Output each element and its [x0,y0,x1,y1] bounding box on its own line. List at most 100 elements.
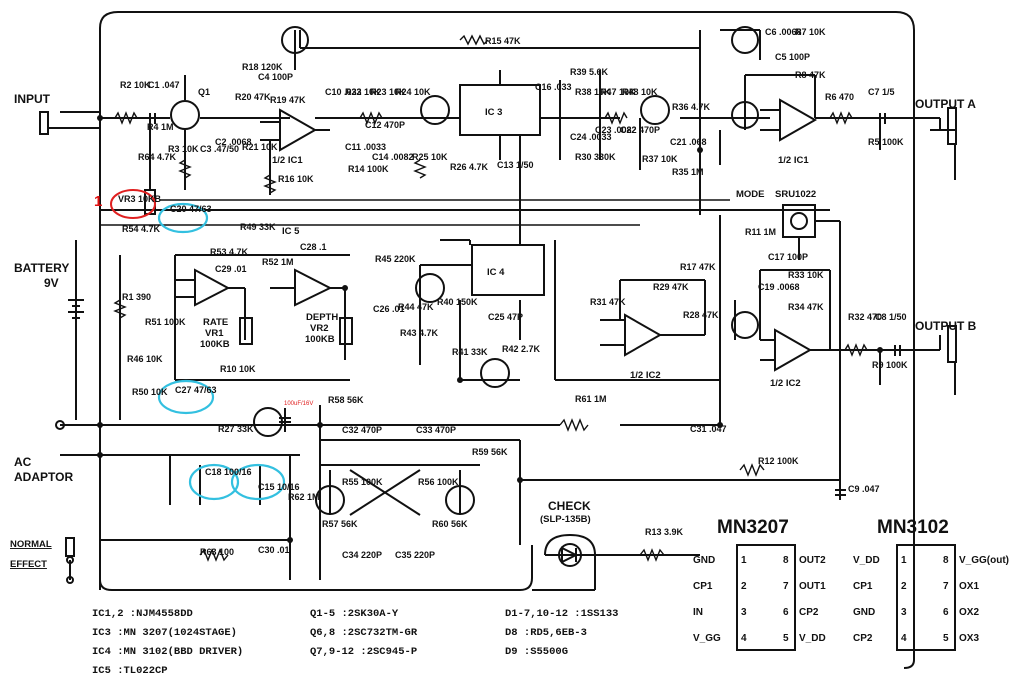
effect-label: EFFECT [10,559,47,570]
chip-title-mn3102: MN3102 [877,517,949,538]
component-r51: R51 100K [145,317,186,327]
component-c30: C30 .01 [258,545,290,555]
pin-num-right-3: 6 [783,607,789,618]
component-r12: R12 100K [758,456,799,466]
component-c5: C5 100P [775,52,810,62]
component-r41: R41 33K [452,347,488,357]
component-r39: R39 5.6K [570,67,609,77]
component-r19: R19 47K [270,95,306,105]
ic4-label: IC 4 [487,267,505,278]
component-c32: C32 470P [342,425,382,435]
component-c29: C29 .01 [215,264,247,274]
ic2a-label: 1/2 IC2 [630,370,661,381]
component-r24: R24 10K [395,87,431,97]
component-r18: R18 120K [242,62,283,72]
component-r22: R22 10K [345,87,381,97]
legend-cell-0-2: D1-7,10-12 :1SS133 [505,608,618,620]
component-r9: R9 100K [872,360,908,370]
component-q1: Q1 [198,87,210,97]
ic5-label: IC 5 [282,226,300,237]
pin-right-mn3102-4: OX3 [959,633,979,644]
component-r61: R61 1M [575,394,607,404]
pin-num-right-1: 8 [943,555,949,566]
pin-num-left-3: 3 [741,607,747,618]
component-r21: R21 10K [242,142,278,152]
pin-right-mn3102-3: OX2 [959,607,979,618]
component-r26: R26 4.7K [450,162,489,172]
legend-cell-3-0: IC5 :TL022CP [92,665,168,677]
pin-num-left-2: 2 [741,581,747,592]
check-label: CHECK [548,499,591,513]
component-r2: R2 10K [120,80,151,90]
component-r59: R59 56K [472,447,508,457]
component-vr3: VR3 10KB [118,194,162,204]
pin-right-mn3207-1: OUT2 [799,555,826,566]
rate-label: RATE [203,317,228,328]
component-c13: C13 1/50 [497,160,534,170]
component-r52: R52 1M [262,257,294,267]
component-r11: R11 1M [745,227,776,237]
component-c7: C7 1/5 [868,87,895,97]
component-r57: R57 56K [322,519,358,529]
pin-left-mn3102-3: GND [853,607,875,618]
component-c21: C21 .068 [670,137,707,147]
component-c25: C25 47P [488,312,523,322]
component-r63: R63 100 [200,547,234,557]
component-c8: C8 1/50 [875,312,907,322]
component-r53: R53 4.7K [210,247,249,257]
component-r27: R27 33K [218,424,254,434]
component-c10: C10 .033 [325,87,362,97]
legend-cell-2-1: Q7,9-12 :2SC945-P [310,646,417,658]
component-r46: R46 10K [127,354,163,364]
legend-cell-1-1: Q6,8 :2SC732TM-GR [310,627,418,639]
legend-cell-2-2: D9 :S5500G [505,646,568,658]
io-labels: INPUT OUTPUT A OUTPUT B BATTERY 9V AC AD… [10,92,977,570]
pin-right-mn3207-3: CP2 [799,607,819,618]
depth-value-label: 100KB [305,334,335,345]
component-r37: R37 10K [642,154,678,164]
output-b-label: OUTPUT B [915,319,977,333]
depth-vr-label: VR2 [310,323,328,334]
component-r23: R23 10K [370,87,406,97]
control-labels: RATE VR1 100KB DEPTH VR2 100KB [200,312,338,350]
component-r13: R13 3.9K [645,527,684,537]
pin-num-right-4: 5 [943,633,949,644]
chip-body-mn3102 [896,544,956,651]
component-r1: R1 390 [122,292,151,302]
component-c22: C22 470P [620,125,660,135]
component-r10: R10 10K [220,364,256,374]
component-c19: C19 .0068 [758,282,800,292]
component-r28: R28 47K [683,310,719,320]
component-r35: R35 1M [672,167,704,177]
battery-voltage-label: 9V [44,276,59,290]
legend-cell-1-0: IC3 :MN 3207(1024STAGE) [92,627,237,639]
component-r5: R5 100K [868,137,904,147]
component-c17: C17 100P [768,252,808,262]
component-r48: R48 10K [622,87,658,97]
pin-left-mn3102-2: CP1 [853,581,873,592]
pin-left-mn3102-1: V_DD [853,555,880,566]
component-r36: R36 4.7K [672,102,711,112]
component-c4: C4 100P [258,72,293,82]
component-r31: R31 47K [590,297,626,307]
legend-cell-1-2: D8 :RD5,6EB-3 [505,627,587,639]
rate-vr-label: VR1 [205,328,224,339]
component-r33: R33 10K [788,270,824,280]
component-r49: R49 33K [240,222,276,232]
component-r25: R25 10K [412,152,448,162]
component-c34: C34 220P [342,550,382,560]
component-r56: R56 100K [418,477,459,487]
component-r43: R43 4.7K [400,328,439,338]
pin-num-left-1: 1 [901,555,907,566]
pin-num-right-2: 7 [783,581,789,592]
component-r38: R38 10K [575,87,611,97]
component-r6: R6 470 [825,92,854,102]
component-r3: R3 10K [168,144,199,154]
circuit-wiring [39,11,957,669]
pin-left-mn3207-2: CP1 [693,581,713,592]
pin-left-mn3207-4: V_GG [693,633,721,644]
pin-right-mn3102-2: OX1 [959,581,979,592]
red-note-text: 100uF/16V [284,401,313,407]
